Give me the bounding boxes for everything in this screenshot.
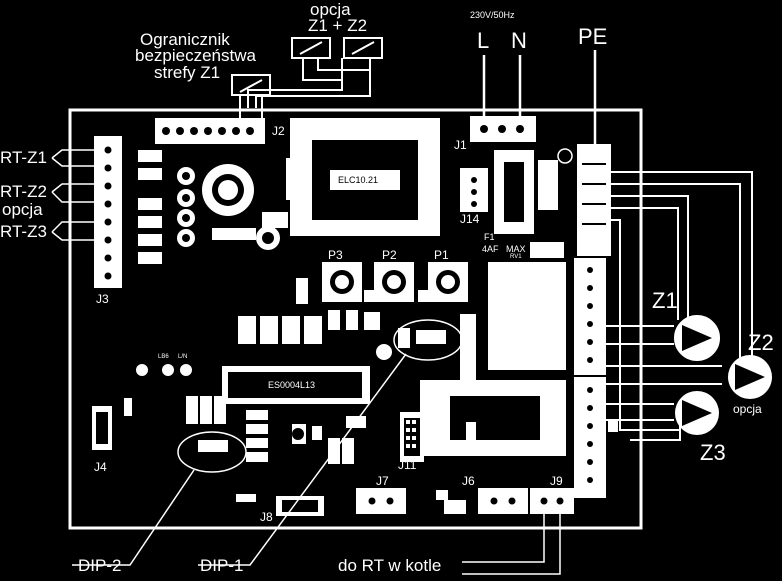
z3-label: Z3 xyxy=(700,440,726,465)
varistor xyxy=(530,242,564,258)
z3-option-label: opcja xyxy=(733,402,762,416)
leds xyxy=(136,364,192,376)
j14-label: J14 xyxy=(460,212,480,226)
j6-label: J6 xyxy=(462,474,475,488)
mains-lines xyxy=(482,50,597,150)
fuse-label: F1 xyxy=(484,232,495,242)
components-left xyxy=(138,150,292,264)
j3-label: J3 xyxy=(96,292,109,306)
j8-label: J8 xyxy=(260,510,273,524)
dip2-label: DIP-2 xyxy=(78,556,122,575)
rt-boiler-label: do RT w kotle xyxy=(338,556,442,575)
j1-connector xyxy=(470,116,536,142)
j4-connector xyxy=(92,406,112,450)
fuse-rating-label: 4AF xyxy=(482,244,499,254)
pump-z1 xyxy=(674,315,720,361)
limiter-label-1: Ogranicznik xyxy=(140,30,230,49)
rt-boiler-wires xyxy=(462,514,561,575)
j9-label: J9 xyxy=(550,474,563,488)
relay-block xyxy=(488,262,566,370)
dip1-label: DIP-1 xyxy=(200,556,244,575)
dip-leaders xyxy=(72,353,407,566)
j14-relay xyxy=(460,148,573,234)
option-label-top: opcja xyxy=(310,0,351,19)
rt-z2-label: RT-Z2 xyxy=(0,182,47,201)
j7-label: J7 xyxy=(376,474,389,488)
j10-terminal xyxy=(574,258,606,498)
chip-label: ES0004L13 xyxy=(268,380,316,390)
limiter-label-2: bezpieczeństwa xyxy=(135,46,256,65)
pump-wires xyxy=(606,171,753,441)
bottom-connectors xyxy=(356,488,574,514)
rt-wires xyxy=(51,149,94,241)
p1-label: P1 xyxy=(434,248,449,262)
pe-label: PE xyxy=(578,24,608,49)
j4-label: J4 xyxy=(94,460,107,474)
transformer-label: ELC10.21 xyxy=(338,175,379,185)
z1-label: Z1 xyxy=(652,288,678,313)
z2-label: Z2 xyxy=(748,330,774,355)
dip1-ellipse xyxy=(393,319,463,361)
j2-label: J2 xyxy=(272,124,285,138)
j3-connector xyxy=(94,136,122,288)
z1-z2-label: Z1 + Z2 xyxy=(308,16,368,35)
limiter-label-3: strefy Z1 xyxy=(154,63,221,82)
p2-label: P2 xyxy=(382,248,397,262)
safety-limiter xyxy=(231,74,271,120)
rt-z3-label: RT-Z3 xyxy=(0,222,47,241)
j10-label: J10 xyxy=(578,484,598,498)
l-label: L xyxy=(477,28,490,53)
p3-label: P3 xyxy=(328,248,343,262)
rt-z1-label: RT-Z1 xyxy=(0,148,47,167)
dip2-ellipse xyxy=(177,431,247,473)
led1-label: LB6 xyxy=(158,354,169,360)
transformer xyxy=(290,118,440,236)
pe-terminal xyxy=(577,144,611,256)
rv-label: RV1 xyxy=(510,254,522,260)
board-outline xyxy=(68,108,643,530)
rt-z2-option-label: opcja xyxy=(2,200,43,219)
n-label: N xyxy=(511,28,527,53)
j11-label: J11 xyxy=(398,458,417,472)
pump-z2 xyxy=(728,355,772,399)
led2-label: L/N xyxy=(178,354,188,360)
j1-label: J1 xyxy=(454,138,467,152)
max-label: MAX xyxy=(506,244,526,254)
pump-z3 xyxy=(675,391,719,435)
j2-connector xyxy=(155,118,265,144)
voltage-label: 230V/50Hz xyxy=(470,10,515,20)
option-switches xyxy=(247,37,383,108)
